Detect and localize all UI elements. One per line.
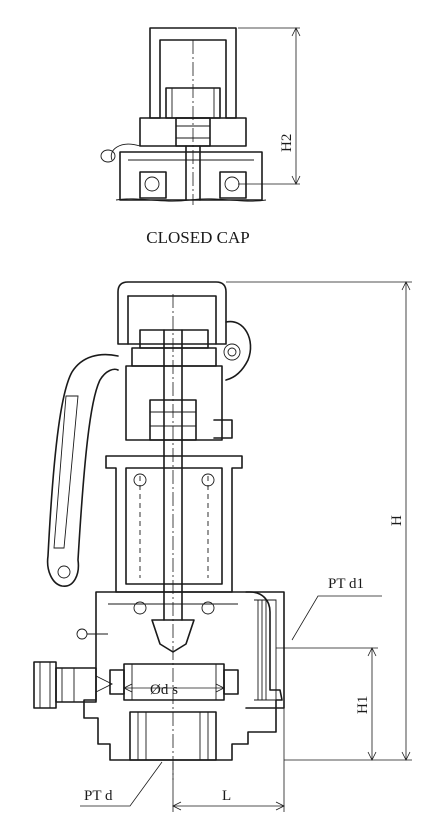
h2-label: H2 xyxy=(279,134,295,152)
closed-cap-detail xyxy=(100,27,301,205)
h1-label: H1 xyxy=(355,696,371,714)
valve-body xyxy=(33,281,285,780)
dimension-lines xyxy=(80,281,412,812)
closed-cap-label: CLOSED CAP xyxy=(146,228,249,247)
h-label: H xyxy=(389,515,405,526)
ods-label: Ød s xyxy=(150,682,178,698)
pt-d-label: PT d xyxy=(84,788,113,804)
pt-d1-label: PT d1 xyxy=(328,576,364,592)
l-label: L xyxy=(222,788,231,804)
